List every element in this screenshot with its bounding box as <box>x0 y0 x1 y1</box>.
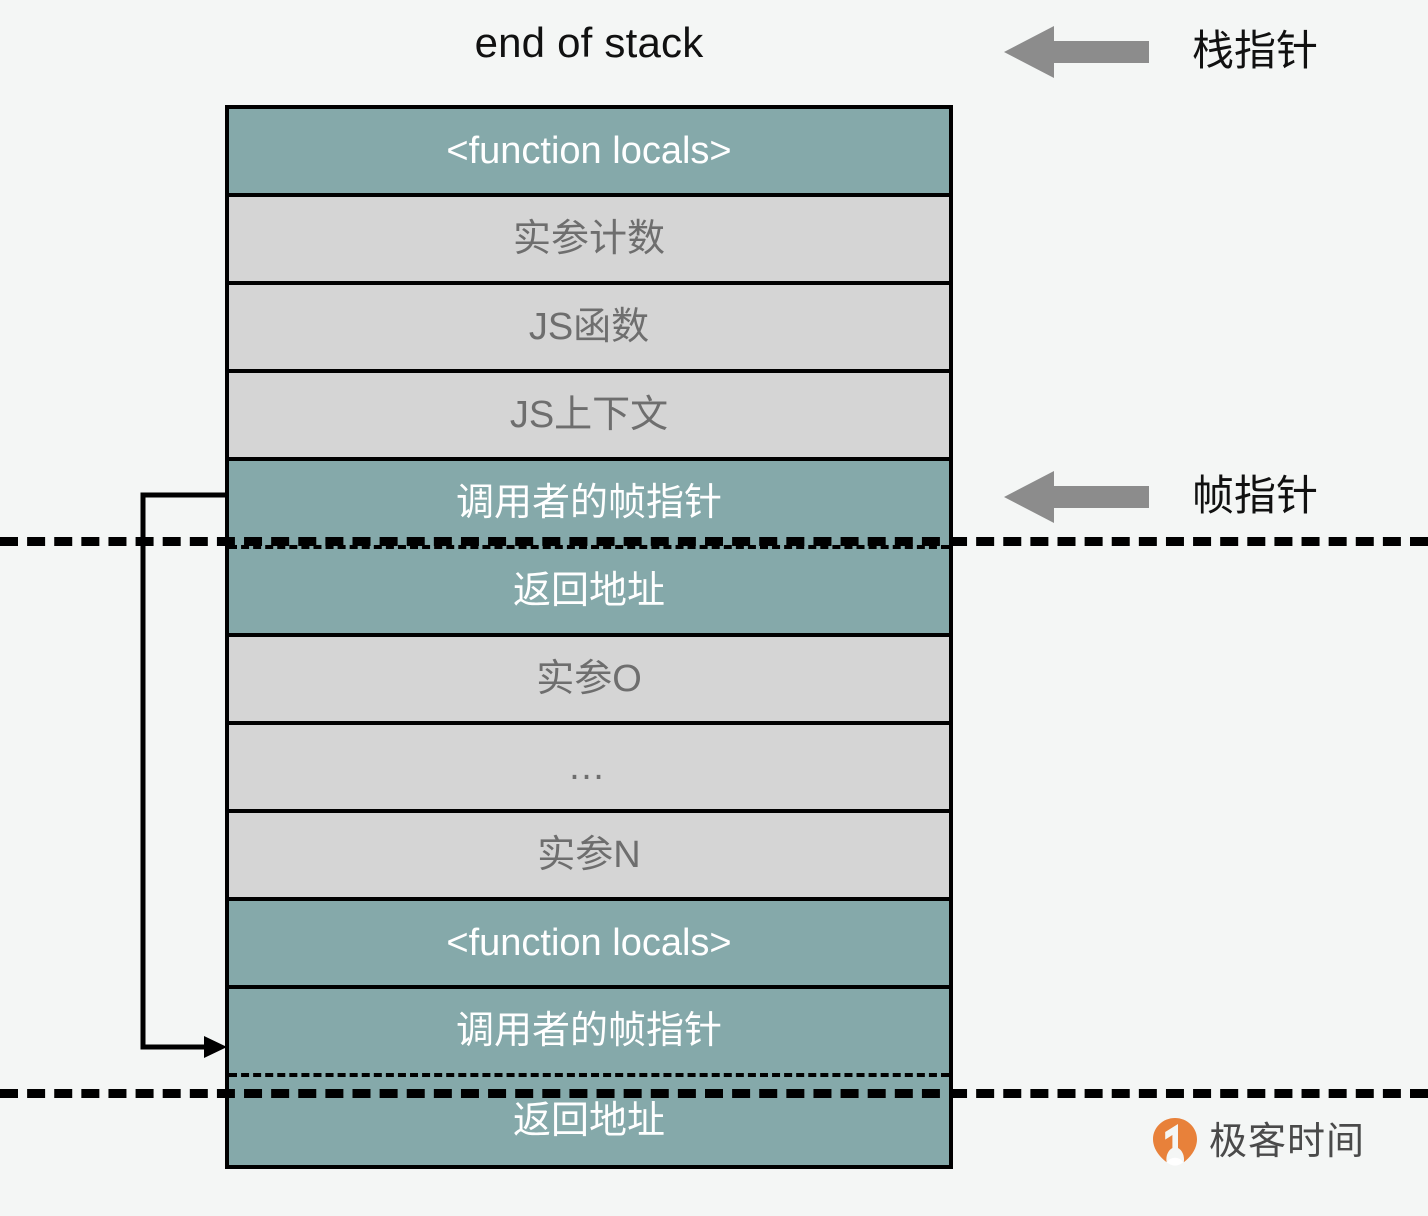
watermark-text: 极客时间 <box>1209 1121 1366 1163</box>
stack-row: 返回地址 <box>229 549 949 637</box>
stack-row: JS函数 <box>229 285 949 373</box>
stack-row-label: 返回地址 <box>512 570 665 612</box>
stack-row: … <box>229 725 949 813</box>
stack-row-label: … <box>567 746 611 788</box>
stack-row-label: 实参计数 <box>512 218 665 260</box>
stack-row: 实参计数 <box>229 197 949 285</box>
geektime-logo-icon <box>1152 1117 1198 1167</box>
stack-box: <function locals> 实参计数 JS函数 JS上下文调用者的帧指针返回地… <box>225 105 953 1169</box>
stack-row-label: <function locals> <box>446 130 732 172</box>
stack-row-label: <function locals> <box>446 922 732 964</box>
frame-separator-top <box>0 537 1428 546</box>
stack-row: <function locals> <box>229 901 949 989</box>
stack-row: <function locals> <box>229 109 949 197</box>
stack-pointer-label: 栈指针 <box>1192 27 1319 74</box>
stack-row: 调用者的帧指针 <box>229 461 949 549</box>
stack-row-label: 实参O <box>536 658 642 700</box>
stack-row-label: JS函数 <box>528 306 650 348</box>
stack-row: 调用者的帧指针 <box>229 989 949 1077</box>
frame-pointer-arrow-icon <box>1004 469 1149 525</box>
stack-row-label: 返回地址 <box>512 1100 665 1142</box>
frame-pointer-label: 帧指针 <box>1192 472 1319 519</box>
end-of-stack-label: end of stack <box>474 19 704 66</box>
stack-row-label: 调用者的帧指针 <box>455 1010 722 1052</box>
stack-row-label: 调用者的帧指针 <box>455 482 722 524</box>
stack-row-label: 实参N <box>537 834 641 876</box>
stack-pointer-arrow-icon <box>1004 24 1149 80</box>
frame-separator-bottom <box>0 1089 1428 1098</box>
stack-row-label: JS上下文 <box>509 394 669 436</box>
watermark: 极客时间 <box>1152 1117 1365 1167</box>
caller-frame-pointer-connector <box>130 480 240 1070</box>
stack-row: 实参N <box>229 813 949 901</box>
stack-row: 实参O <box>229 637 949 725</box>
stack-row: JS上下文 <box>229 373 949 461</box>
